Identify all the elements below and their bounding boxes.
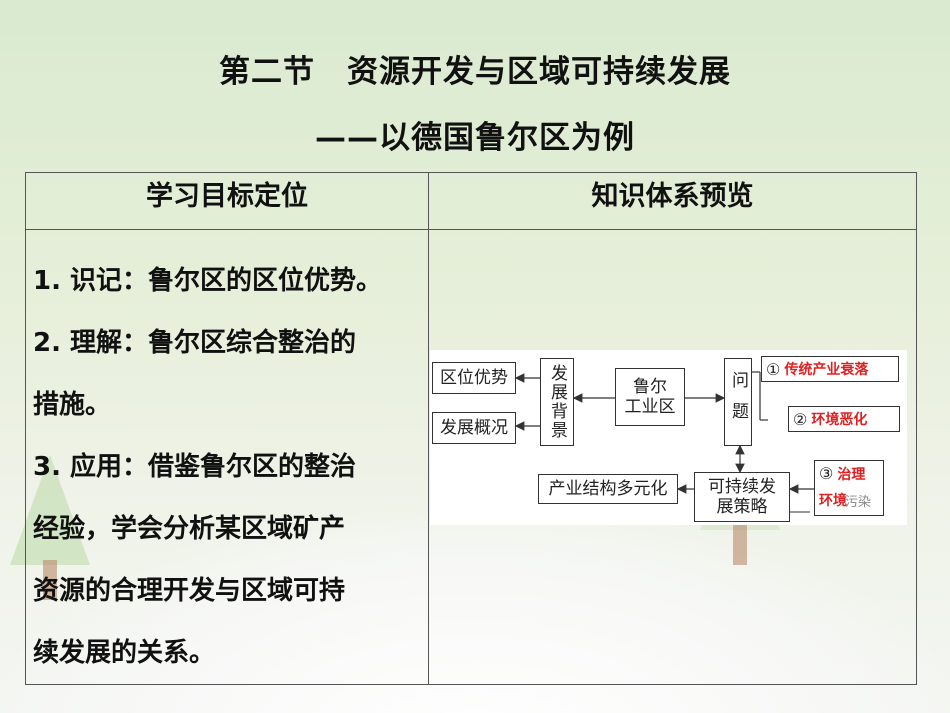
traditional-industry-decline-text: 传统产业衰落 (784, 362, 869, 378)
goal-line: 2. 理解：鲁尔区综合整治的 (33, 328, 357, 358)
goal-line: 3. 应用：借鉴鲁尔区的整治 (33, 452, 357, 482)
goal-line: 措施。 (33, 390, 112, 420)
goals-cell: 1. 识记：鲁尔区的区位优势。 2. 理解：鲁尔区综合整治的 措施。 3. 应用… (25, 229, 429, 685)
location-advantage-box: 区位优势 (432, 362, 516, 394)
environment-text: 环境 (819, 492, 847, 509)
goal-line: 续发展的关系。 (33, 638, 216, 668)
problem-item-2: ② 环境恶化 (788, 406, 900, 432)
column-header-goals: 学习目标定位 (25, 172, 429, 230)
industrial-diversification-box: 产业结构多元化 (538, 474, 678, 504)
ruhr-label-line2: 工业区 (624, 397, 676, 417)
knowledge-diagram: 区位优势 发展概况 发展背景 鲁尔 工业区 问题 ① 传统产业衰落 ② 环境恶化… (430, 350, 907, 525)
strategy-item-3: ③ 治理 环境 污染 (814, 460, 884, 516)
number-2: ② (793, 409, 808, 429)
number-1: ① (766, 359, 781, 379)
problem-box: 问题 (724, 358, 752, 446)
development-background-box: 发展背景 (540, 358, 574, 446)
pollution-text: 污染 (845, 495, 872, 510)
strategy-label-line2: 展策略 (716, 497, 768, 517)
goal-line: 经验，学会分析某区域矿产 (33, 514, 346, 544)
column-header-knowledge: 知识体系预览 (428, 172, 917, 230)
number-3: ③ (819, 464, 834, 483)
ruhr-label-line1: 鲁尔 (633, 377, 667, 397)
sustainable-strategy-box: 可持续发 展策略 (694, 472, 790, 522)
page-subtitle: ——以德国鲁尔区为例 (315, 120, 635, 156)
page-title: 第二节 资源开发与区域可持续发展 (219, 54, 731, 90)
environment-deterioration-text: 环境恶化 (811, 412, 868, 428)
goal-line: 1. 识记：鲁尔区的区位优势。 (33, 266, 383, 296)
ruhr-industrial-box: 鲁尔 工业区 (615, 368, 685, 426)
strategy-label-line1: 可持续发 (708, 477, 776, 497)
problem-item-1: ① 传统产业衰落 (761, 356, 899, 382)
goal-line: 资源的合理开发与区域可持 (33, 576, 346, 606)
development-overview-box: 发展概况 (432, 412, 516, 444)
governance-text: 治理 (837, 467, 866, 483)
